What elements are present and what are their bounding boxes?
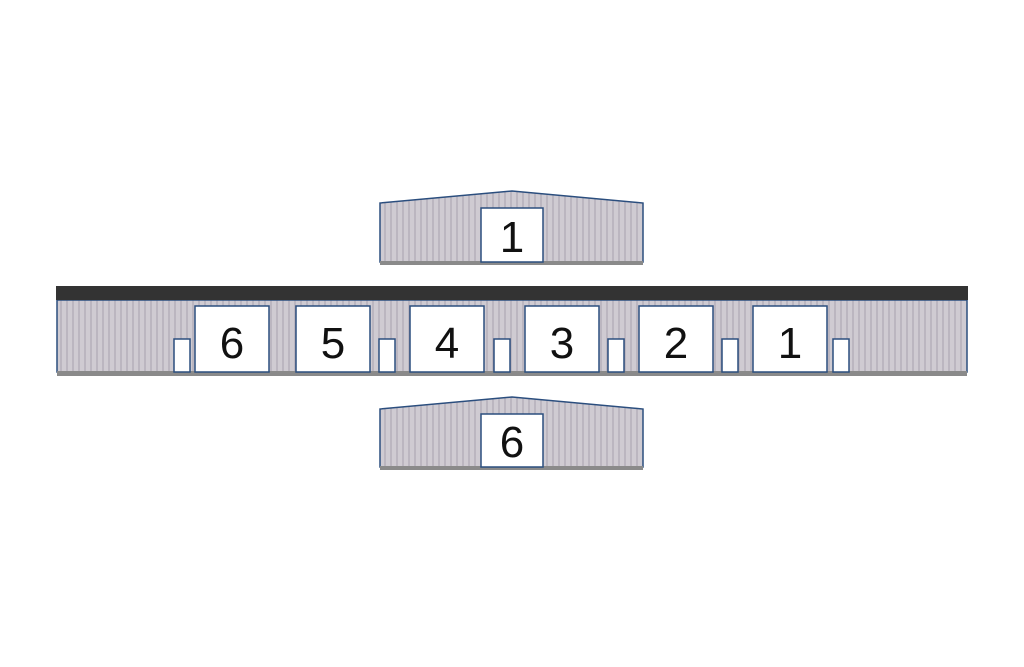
walk-door <box>721 338 739 373</box>
overhead-door <box>524 305 600 373</box>
walk-door <box>832 338 850 373</box>
side-elevation: 6 5 4 3 2 1 <box>56 286 968 376</box>
door-label-top: 1 <box>500 213 524 262</box>
door-label: 2 <box>664 319 688 368</box>
overhead-door-bottom <box>480 413 544 468</box>
overhead-door <box>638 305 714 373</box>
roof-fascia <box>56 286 968 300</box>
walk-door <box>493 338 511 373</box>
walk-door <box>173 338 191 373</box>
end-wall-top-base <box>380 261 643 265</box>
overhead-door <box>194 305 270 373</box>
door-label-bottom: 6 <box>500 418 524 467</box>
overhead-door <box>295 305 371 373</box>
door-label: 1 <box>778 319 802 368</box>
overhead-door-top <box>480 207 544 263</box>
end-elevation-top: 1 <box>379 190 644 265</box>
end-elevation-bottom: 6 <box>379 396 644 470</box>
door-label: 5 <box>321 319 345 368</box>
door-label: 6 <box>220 319 244 368</box>
walk-door <box>607 338 625 373</box>
overhead-door <box>752 305 828 373</box>
overhead-door <box>409 305 485 373</box>
walk-door <box>378 338 396 373</box>
side-door-group: 6 5 4 3 2 1 <box>173 305 850 373</box>
side-wall-base <box>57 371 967 376</box>
side-wall <box>56 299 968 373</box>
door-label: 3 <box>550 319 574 368</box>
door-label: 4 <box>435 319 459 368</box>
end-wall-bottom-base <box>380 466 643 470</box>
